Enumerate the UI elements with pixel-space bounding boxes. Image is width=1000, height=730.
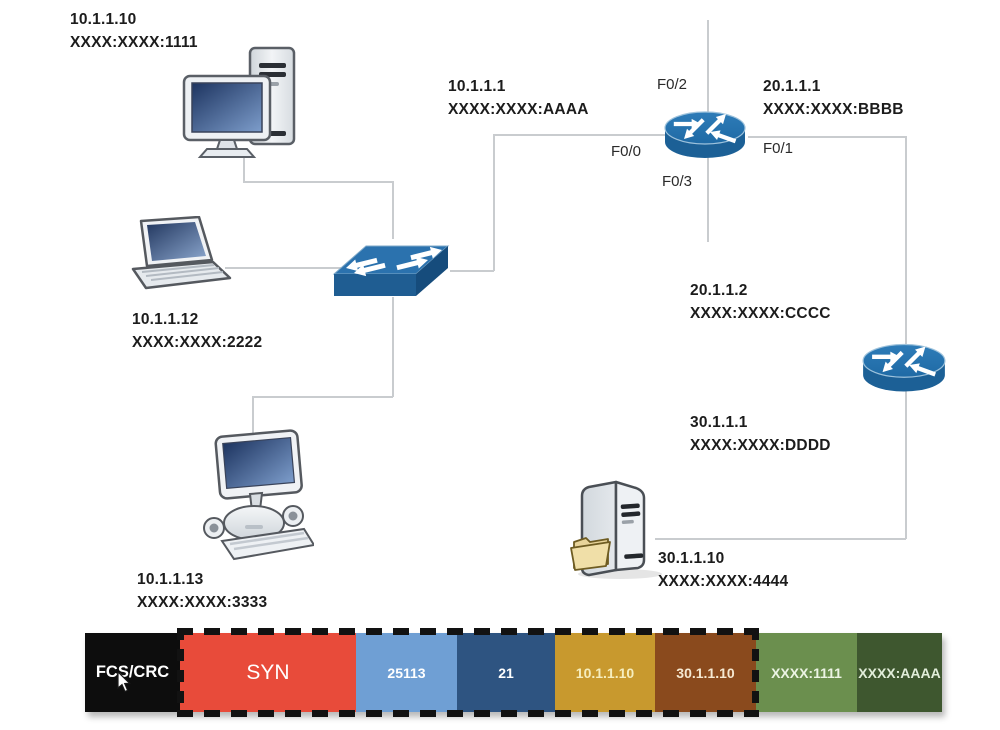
server-mac: XXXX:XXXX:4444	[658, 573, 789, 590]
cable-segment	[450, 270, 494, 272]
dest-ip-field: 30.1.1.10	[655, 633, 756, 712]
cable-segment	[392, 181, 394, 239]
laptop-address-label: 10.1.1.12 XXXX:XXXX:2222	[132, 308, 262, 354]
cable-segment	[655, 538, 906, 540]
router2-lan-mac: XXXX:XXXX:DDDD	[690, 437, 831, 454]
cable-segment	[392, 297, 394, 397]
syn-flag-field: SYN	[180, 633, 356, 712]
pc1-mac: XXXX:XXXX:1111	[70, 34, 198, 51]
router1-interface-f02: F0/2	[657, 76, 688, 93]
laptop-mac: XXXX:XXXX:2222	[132, 334, 263, 351]
router1-wan-address-label: 20.1.1.1 XXXX:XXXX:BBBB	[763, 75, 904, 121]
cable-segment	[243, 148, 245, 182]
server-icon	[568, 480, 668, 585]
router2-wan-address-label: 20.1.1.2 XXXX:XXXX:CCCC	[690, 279, 831, 325]
source-mac-field: XXXX:1111	[756, 633, 857, 712]
fcs-field: FCS/CRC	[85, 633, 180, 712]
desktop-pc-icon	[192, 428, 316, 571]
router1-interface-f00: F0/0	[611, 143, 642, 160]
router2-lan-ipv4: 30.1.1.1	[690, 414, 748, 431]
router1-lan-ipv4: 10.1.1.1	[448, 78, 506, 95]
router-icon	[858, 334, 950, 405]
cable-segment	[905, 136, 907, 539]
router2-lan-address-label: 30.1.1.1 XXXX:XXXX:DDDD	[690, 411, 831, 457]
laptop-ipv4: 10.1.1.12	[132, 311, 199, 328]
pc2-mac: XXXX:XXXX:3333	[137, 594, 268, 611]
server-address-label: 30.1.1.10 XXXX:XXXX:4444	[658, 547, 788, 593]
cable-segment	[252, 396, 393, 398]
pc2-ipv4: 10.1.1.13	[137, 571, 204, 588]
cable-segment	[252, 396, 254, 438]
router1-wan-ipv4: 20.1.1.1	[763, 78, 821, 95]
router1-interface-f01: F0/1	[763, 140, 794, 157]
router-icon	[660, 102, 750, 171]
router2-wan-ipv4: 20.1.1.2	[690, 282, 748, 299]
server-ipv4: 30.1.1.10	[658, 550, 725, 567]
pc2-address-label: 10.1.1.13 XXXX:XXXX:3333	[137, 568, 267, 614]
cable-segment	[243, 181, 393, 183]
cable-segment	[493, 134, 665, 136]
cable-segment	[493, 135, 495, 271]
dest-mac-field: XXXX:AAAA	[857, 633, 942, 712]
source-port-field: 25113	[356, 633, 457, 712]
cable-segment	[748, 136, 906, 138]
router1-wan-mac: XXXX:XXXX:BBBB	[763, 101, 904, 118]
dest-port-field: 21	[457, 633, 555, 712]
mouse-cursor-icon	[117, 670, 132, 698]
pc1-address-label: 10.1.1.10 XXXX:XXXX:1111	[70, 8, 198, 54]
pc1-ipv4: 10.1.1.10	[70, 11, 137, 28]
source-ip-field: 10.1.1.10	[555, 633, 655, 712]
router1-lan-address-label: 10.1.1.1 XXXX:XXXX:AAAA	[448, 75, 589, 121]
switch-icon	[330, 234, 452, 303]
router1-interface-f03: F0/3	[662, 173, 693, 190]
router2-wan-mac: XXXX:XXXX:CCCC	[690, 305, 831, 322]
ethernet-frame-bar: FCS/CRC SYN 25113 21 10.1.1.10 30.1.1.10…	[85, 628, 942, 717]
desktop-pc-icon	[178, 40, 306, 167]
cable-segment	[225, 267, 341, 269]
router1-lan-mac: XXXX:XXXX:AAAA	[448, 101, 589, 118]
laptop-icon	[126, 215, 234, 299]
